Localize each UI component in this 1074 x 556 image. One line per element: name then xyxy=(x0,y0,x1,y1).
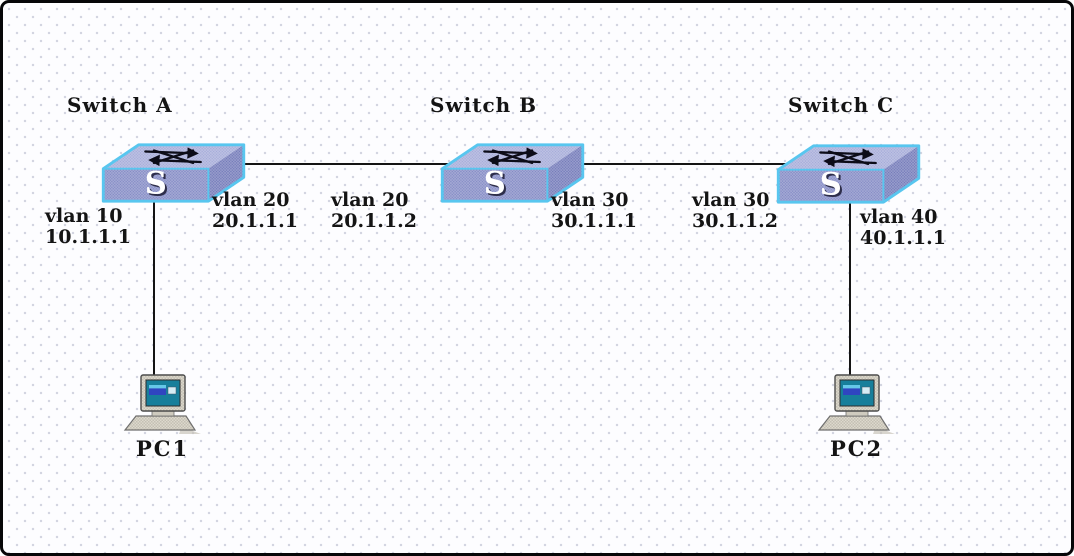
pc1-icon xyxy=(121,373,205,441)
port-label-switch-b-right: vlan 30 30.1.1.1 xyxy=(551,190,637,232)
port-label-switch-b-left: vlan 20 20.1.1.2 xyxy=(331,190,417,232)
link-switch-b-switch-c xyxy=(581,163,787,165)
port-label-switch-c-down: vlan 40 40.1.1.1 xyxy=(860,207,946,249)
vlan-name: vlan 40 xyxy=(860,206,938,228)
port-label-switch-c-left: vlan 30 30.1.1.2 xyxy=(692,190,778,232)
switch-c-icon xyxy=(775,141,923,206)
pc2-label: PC2 xyxy=(830,436,884,461)
ip-address: 20.1.1.2 xyxy=(331,210,417,232)
switch-b-title: Switch B xyxy=(430,93,538,117)
vlan-name: vlan 10 xyxy=(45,205,123,227)
switch-a-title: Switch A xyxy=(67,93,173,117)
link-switch-a-switch-b xyxy=(238,163,448,165)
pc1-label: PC1 xyxy=(136,436,190,461)
port-label-switch-a-down: vlan 10 10.1.1.1 xyxy=(45,206,131,248)
ip-address: 30.1.1.1 xyxy=(551,210,637,232)
vlan-name: vlan 20 xyxy=(212,189,290,211)
vlan-name: vlan 30 xyxy=(551,189,629,211)
ip-address: 40.1.1.1 xyxy=(860,227,946,249)
port-label-switch-a-right: vlan 20 20.1.1.1 xyxy=(212,190,298,232)
ip-address: 10.1.1.1 xyxy=(45,226,131,248)
link-switch-c-pc2 xyxy=(849,203,851,377)
ip-address: 30.1.1.2 xyxy=(692,210,778,232)
vlan-name: vlan 30 xyxy=(692,189,770,211)
switch-c-title: Switch C xyxy=(788,93,895,117)
vlan-name: vlan 20 xyxy=(331,189,409,211)
ip-address: 20.1.1.1 xyxy=(212,210,298,232)
pc2-icon xyxy=(815,373,899,441)
link-switch-a-pc1 xyxy=(153,201,155,377)
